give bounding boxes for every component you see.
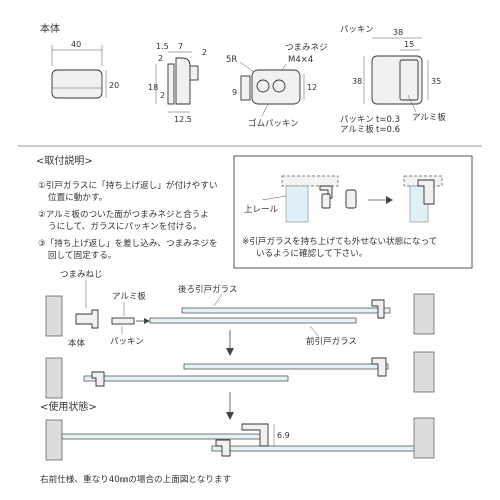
front-label-rubber: ゴムパッキン	[248, 118, 299, 129]
box-rail-label: 上レール	[244, 205, 279, 215]
side-dim-18: 18	[148, 83, 158, 92]
body-title: 本体	[40, 22, 60, 35]
step2-frame-right	[413, 351, 435, 393]
usage-frame-right	[413, 417, 435, 459]
side-dim-7: 7	[178, 42, 183, 51]
usage-dim-69: 6.9	[277, 431, 290, 440]
front-hole-right	[272, 79, 286, 93]
asm-right-hook	[371, 299, 385, 319]
box-note-line1: ※引戸ガラスを持ち上げても外せない状態になって	[242, 235, 437, 247]
asm-label-knob: つまみねじ	[60, 270, 103, 280]
box-rail	[281, 175, 339, 187]
down-arrow-1-head	[226, 348, 234, 356]
step2-body-left	[91, 371, 105, 387]
leader-rear	[213, 293, 223, 307]
usage-rear-glass	[61, 433, 269, 440]
usage-front-glass	[211, 445, 417, 452]
asm-label-packing: パッキン	[110, 337, 144, 347]
thick-packing-value: t=0.3	[376, 115, 400, 125]
asm-frame-left	[45, 295, 63, 337]
front-label-knob-1: つまみネジ	[285, 43, 328, 53]
front-flange	[240, 75, 251, 101]
step2-line2: うにして、ガラスにパッキンを付ける。	[48, 221, 202, 232]
side-flange	[167, 63, 175, 105]
usage-body	[241, 423, 269, 447]
box-installed	[417, 179, 435, 205]
asm-rear-glass	[181, 307, 391, 314]
body-top-view	[51, 69, 103, 99]
packing-dim-15: 15	[404, 40, 414, 49]
box-packing	[345, 189, 357, 209]
asm-front-glass	[149, 317, 357, 324]
front-hole-left	[256, 79, 270, 93]
packing-al-plate	[399, 59, 419, 101]
step2-right-hook	[371, 357, 387, 377]
step1-line1: ①引戸ガラスに「持ち上げ返し」が付けやすい	[38, 179, 217, 191]
step2-rear-glass	[183, 363, 389, 370]
asm-frame-right	[413, 293, 435, 335]
leader-5r	[239, 61, 255, 73]
packing-title: パッキン	[340, 25, 374, 35]
side-dim-2-right: 2	[202, 48, 207, 57]
thick-al-value: t=0.6	[376, 125, 400, 135]
step2-front-glass	[83, 375, 289, 382]
body-dim-height: 20	[109, 81, 119, 90]
leader-rubber	[261, 103, 269, 117]
side-dim-2-top: 2	[158, 54, 163, 63]
asm-label-front: 前引戸ガラス	[306, 336, 357, 347]
asm-label-body: 本体	[68, 338, 86, 349]
packing-dim-38-top: 38	[393, 28, 403, 37]
side-dim-2-left: 2	[160, 91, 165, 100]
front-dim-12: 12	[307, 83, 317, 92]
side-body	[175, 57, 191, 105]
step3-line1: ③「持ち上げ返し」を差し込み、つまみネジを	[38, 237, 218, 249]
usage-frame-left	[45, 419, 63, 461]
instruction-box	[233, 155, 473, 269]
box-body	[321, 193, 331, 209]
packing-dim-35: 35	[431, 77, 441, 86]
step2-frame-left	[45, 357, 63, 399]
packing-label-al: アルミ板	[412, 112, 446, 123]
box-arrow-head	[386, 196, 393, 204]
asm-label-rear: 後ろ引戸ガラス	[178, 284, 237, 295]
thick-al-label: アルミ板	[340, 124, 374, 135]
front-label-5r: 5R	[226, 55, 237, 65]
usage-hook-lower	[215, 439, 231, 457]
asm-arrow-head	[144, 318, 150, 324]
front-label-knob-2: M4×4	[288, 55, 313, 65]
asm-packing	[111, 317, 135, 325]
instructions-heading: <取付説明>	[36, 154, 93, 167]
down-arrow-2-head	[226, 412, 234, 420]
leader-front	[309, 325, 319, 337]
asm-body	[75, 309, 99, 329]
box-glass-left	[285, 185, 309, 223]
side-dim-125: 12.5	[174, 115, 192, 124]
leader-al	[407, 94, 417, 113]
packing-dim-38-left: 38	[352, 77, 362, 86]
step3-line2: 回して固定する。	[48, 249, 117, 261]
step2-line1: ②アルミ板のついた面がつまみネジと合うよ	[38, 208, 209, 220]
box-note-line2: いるように確認して下さい。	[256, 247, 367, 259]
front-dim-9: 9	[232, 88, 237, 97]
leader-rail	[261, 195, 287, 201]
step1-line2: 位置に動かす。	[48, 191, 107, 203]
asm-label-al: アルミ板	[112, 291, 146, 302]
usage-footer: 右前仕様、重なり40㎜の場合の上面図となります	[40, 473, 231, 485]
usage-heading: <使用状態>	[40, 400, 97, 413]
body-dim-width: 40	[71, 40, 81, 49]
side-dim-15: 1.5	[156, 42, 169, 51]
thick-packing-label: パッキン	[340, 115, 374, 125]
side-knob	[189, 65, 199, 81]
